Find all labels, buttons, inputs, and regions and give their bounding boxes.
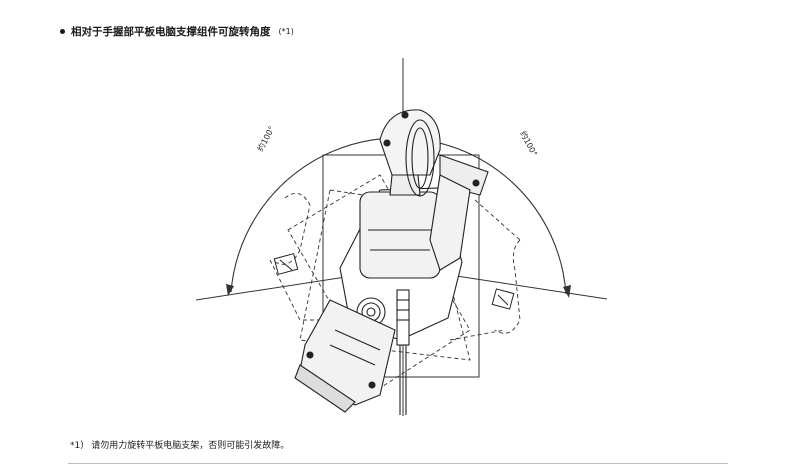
right-clamp	[491, 288, 515, 310]
arc-arrow-right	[563, 285, 571, 298]
right-arm	[429, 174, 471, 271]
footnote: *1）请勿用力旋转平板电脑支架，否则可能引发故障。	[70, 438, 289, 451]
angle-label-left: 约100°	[255, 124, 277, 153]
bullet-icon	[60, 29, 65, 34]
footnote-mark: *1）	[70, 441, 90, 451]
heading-note-ref: (*1)	[278, 27, 294, 36]
angle-label-right: 约100°	[518, 129, 540, 158]
section-heading: 相对于手握部平板电脑支撑组件可旋转角度 (*1)	[60, 24, 294, 39]
divider	[68, 463, 728, 464]
left-clamp	[273, 253, 299, 275]
arc-arrow-left	[226, 284, 234, 296]
bottom-grip	[294, 299, 396, 413]
footnote-text: 请勿用力旋转平板电脑支架，否则可能引发故障。	[91, 441, 290, 451]
cable	[396, 289, 410, 415]
heading-text: 相对于手握部平板电脑支撑组件可旋转角度	[71, 26, 271, 38]
